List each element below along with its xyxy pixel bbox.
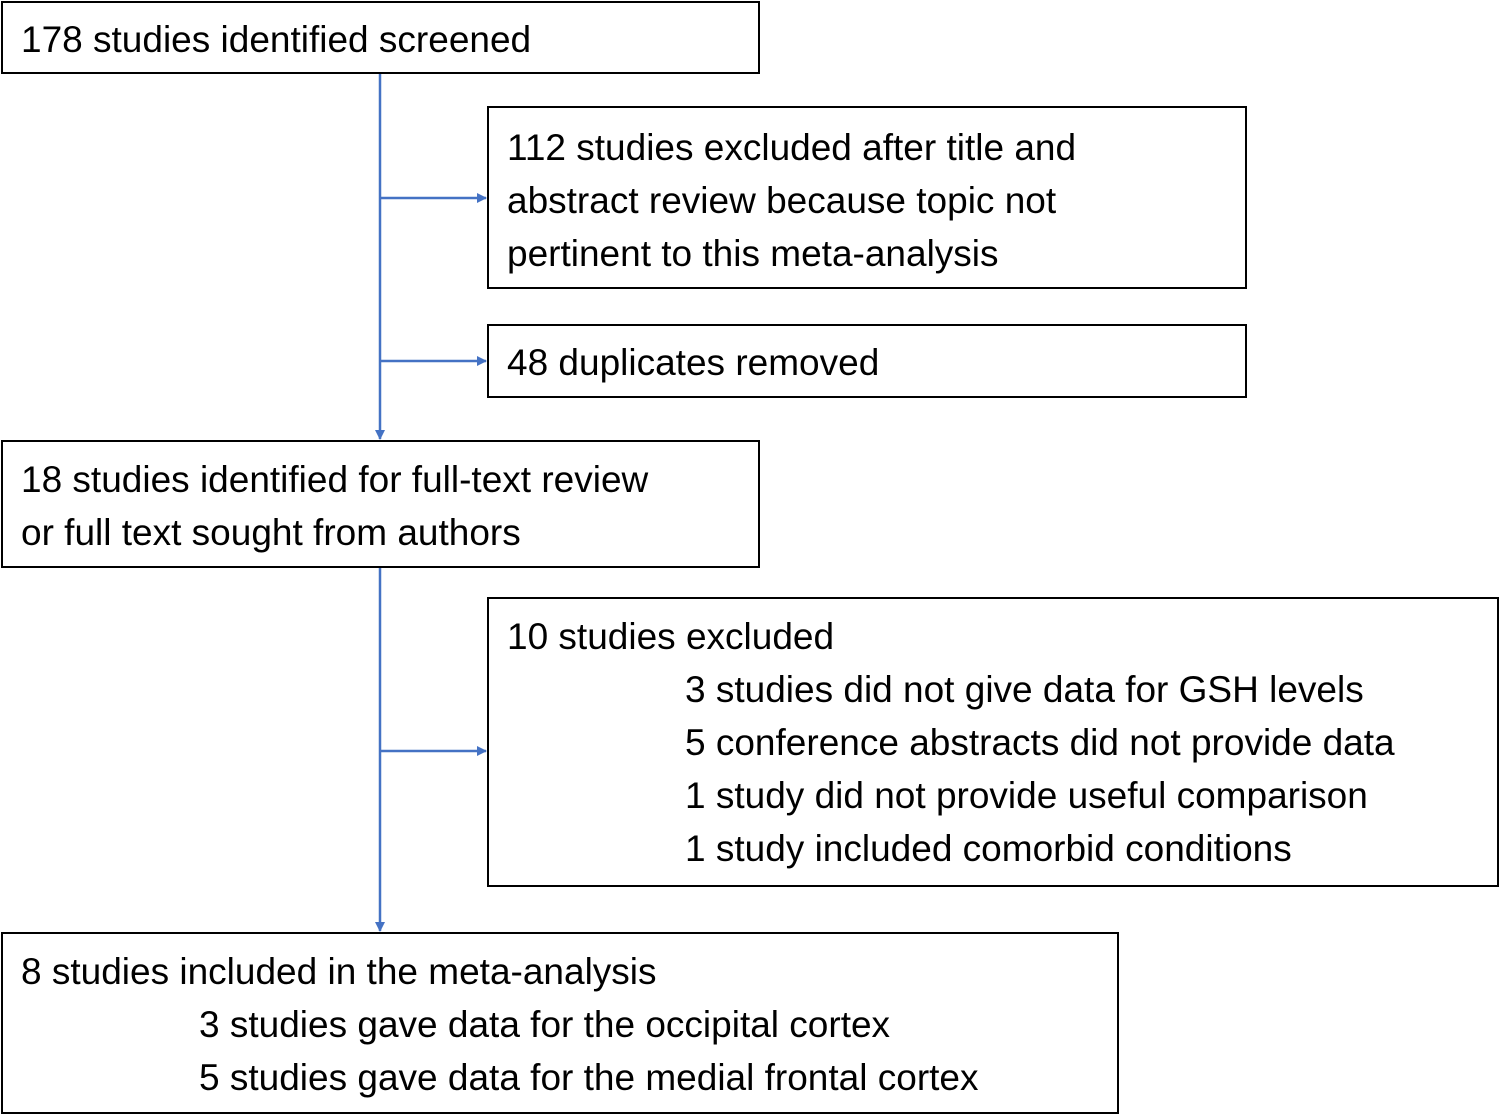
node-text: 112 studies excluded after title and (507, 127, 1077, 168)
node-excluded-full-text: 10 studies excluded 3 studies did not gi… (487, 597, 1499, 887)
node-list-item: 3 studies gave data for the occipital co… (199, 1004, 891, 1045)
node-text: or full text sought from authors (21, 512, 521, 553)
node-studies-included: 8 studies included in the meta-analysis … (1, 932, 1119, 1114)
node-excluded-title-abstract: 112 studies excluded after title and abs… (487, 106, 1247, 289)
node-text: 178 studies identified screened (21, 19, 532, 60)
node-list-item: 1 study included comorbid conditions (685, 828, 1292, 869)
node-text: 18 studies identified for full-text revi… (21, 459, 649, 500)
node-list-item: 3 studies did not give data for GSH leve… (685, 669, 1364, 710)
node-list-item: 5 conference abstracts did not provide d… (685, 722, 1395, 763)
node-text: abstract review because topic not (507, 180, 1057, 221)
node-text: pertinent to this meta-analysis (507, 233, 999, 274)
node-text: 48 duplicates removed (507, 342, 880, 383)
node-full-text-review: 18 studies identified for full-text revi… (1, 440, 760, 568)
node-duplicates-removed: 48 duplicates removed (487, 324, 1247, 398)
node-list-item: 1 study did not provide useful compariso… (685, 775, 1368, 816)
node-studies-screened: 178 studies identified screened (1, 1, 760, 74)
node-heading: 8 studies included in the meta-analysis (21, 951, 657, 992)
node-list-item: 5 studies gave data for the medial front… (199, 1057, 979, 1098)
node-heading: 10 studies excluded (507, 616, 835, 657)
